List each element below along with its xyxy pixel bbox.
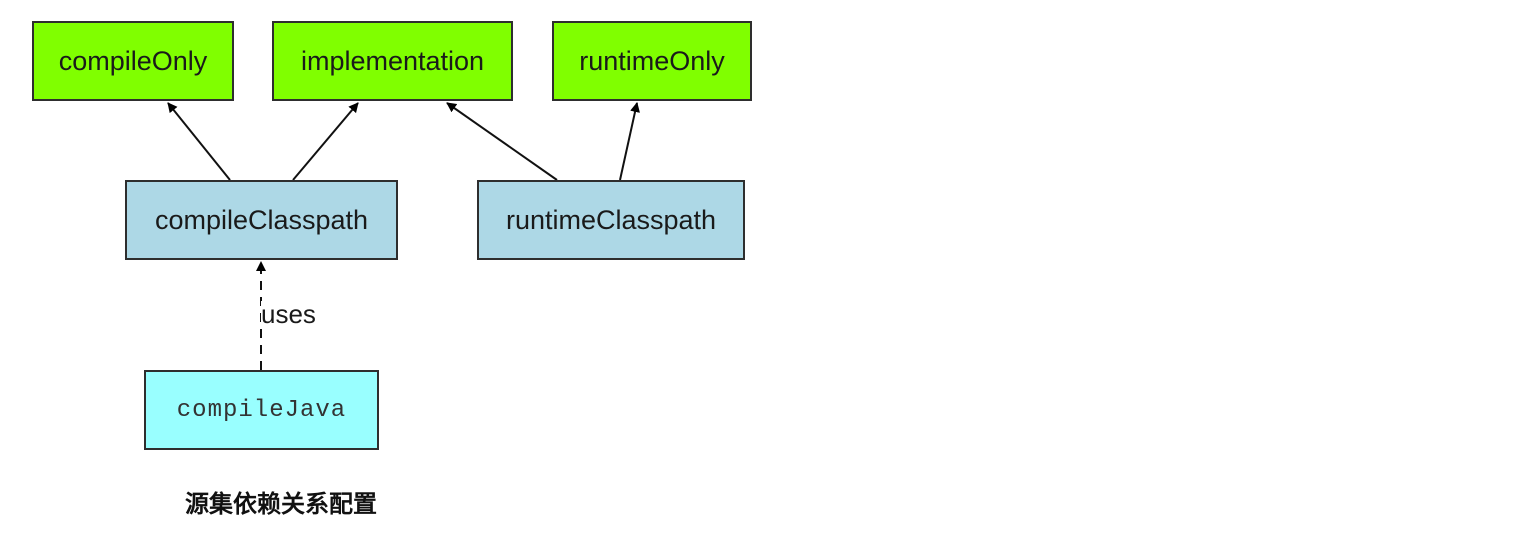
node-implementation-label: implementation [300, 45, 485, 76]
node-compileonly-label: compileOnly [58, 45, 208, 76]
node-runtimeonly-label: runtimeOnly [579, 45, 725, 76]
node-compileclasspath-label: compileClasspath [154, 204, 369, 235]
edge-compileclasspath-to-implementation [292, 102, 359, 181]
edge-compileclasspath-to-compileonly [167, 102, 231, 181]
node-compilejava: compileJava [144, 370, 379, 450]
edge-runtimeclasspath-to-runtimeonly [619, 102, 640, 181]
node-runtimeclasspath: runtimeClasspath [477, 180, 745, 260]
node-compilejava-label: compileJava [176, 396, 347, 424]
node-runtimeonly: runtimeOnly [552, 21, 752, 101]
edge-runtimeclasspath-to-implementation [446, 102, 558, 181]
node-implementation: implementation [272, 21, 513, 101]
edge-label-uses: uses [261, 299, 316, 329]
node-runtimeclasspath-label: runtimeClasspath [505, 204, 717, 235]
node-compileclasspath: compileClasspath [125, 180, 398, 260]
diagram-caption: 源集依赖关系配置 [185, 490, 377, 518]
node-compileonly: compileOnly [32, 21, 234, 101]
